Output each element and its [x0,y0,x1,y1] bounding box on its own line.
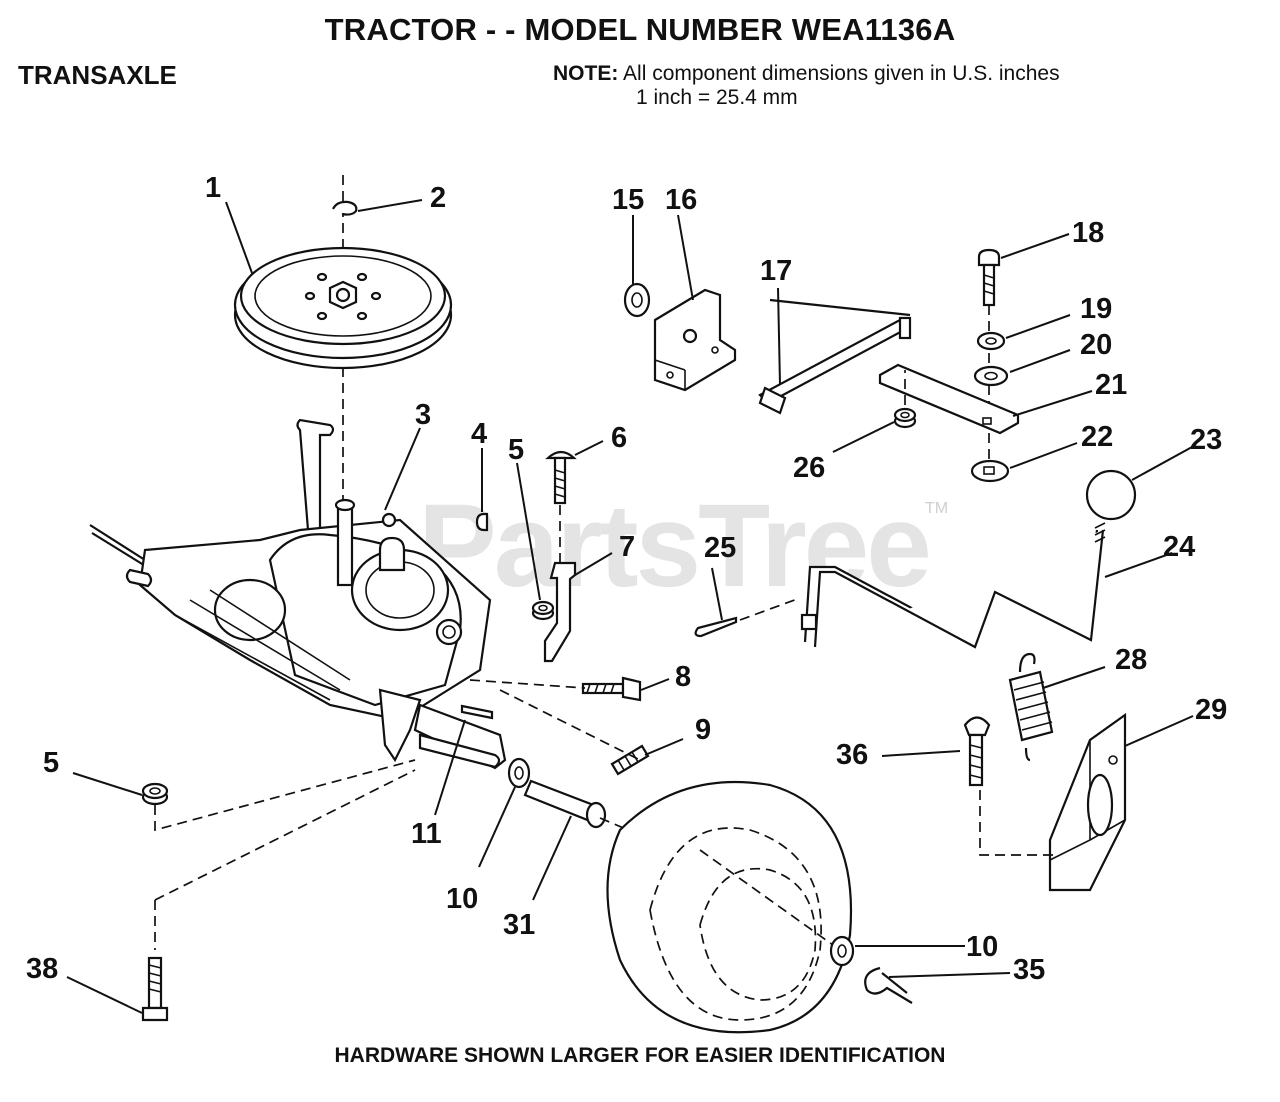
callout-18: 18 [1072,217,1104,249]
callout-21: 21 [1095,369,1127,401]
callout-11: 11 [411,818,442,850]
hairpin-clip-part-35[interactable] [864,966,913,1004]
section-title: TRANSAXLE [18,60,177,90]
note-label: NOTE: [553,62,619,85]
callout-8: 8 [675,661,691,693]
bracket-part-7[interactable] [543,561,577,663]
callout-23: 23 [1190,424,1222,456]
linkage-rod-part-17[interactable] [758,298,912,415]
nut-part-26[interactable] [893,407,917,429]
cotter-pin-part-25[interactable] [694,616,738,638]
callout-6: 6 [611,422,627,454]
callout-24: 24 [1163,531,1195,563]
callout-5: 5 [508,434,524,466]
callout-36: 36 [836,739,868,771]
callout-9: 9 [695,714,711,746]
callout-15: 15 [612,184,644,216]
callout-29: 29 [1195,694,1227,726]
callout-31: 31 [503,909,535,941]
note-line-1: All component dimensions given in U.S. i… [623,62,1060,85]
callout-16: 16 [665,184,697,216]
knob-part-23[interactable] [1085,469,1137,521]
callout-19: 19 [1080,293,1112,325]
spacer-part-31[interactable] [523,779,607,829]
note-line-2: 1 inch = 25.4 mm [636,86,798,109]
callout-7: 7 [619,531,635,563]
spring-part-28[interactable] [1008,652,1054,762]
spring-pin-part-9[interactable] [610,744,650,776]
bolt-part-8[interactable] [581,676,642,702]
callout-1: 1 [205,172,221,204]
watermark-trademark: TM [925,500,949,517]
plug-part-4[interactable] [475,512,489,532]
callout-22: 22 [1081,421,1113,453]
bracket-part-29[interactable] [1048,712,1127,892]
callout-5-lower: 5 [43,747,59,779]
lock-washer-part-19[interactable] [976,331,1006,351]
callout-3: 3 [415,399,431,431]
nut-part-5-lower[interactable] [141,782,169,806]
washer-part-22[interactable] [970,459,1010,483]
bolt-part-18[interactable] [977,248,1001,307]
bracket-part-16[interactable] [653,288,737,392]
nut-part-5-upper[interactable] [531,600,555,621]
washer-part-10-right[interactable] [829,935,855,967]
carriage-bolt-part-6[interactable] [545,450,577,505]
bolt-part-38[interactable] [141,956,169,1022]
callout-35: 35 [1013,954,1045,986]
footer-note: HARDWARE SHOWN LARGER FOR EASIER IDENTIF… [334,1044,946,1067]
callout-38: 38 [26,953,58,985]
callout-leaders [66,199,1194,1014]
transaxle-part-3[interactable] [89,418,507,770]
wheel-tire [606,780,852,1034]
callout-20: 20 [1080,329,1112,361]
key-part-11[interactable] [418,704,501,769]
callout-10: 10 [446,883,478,915]
pulley-part-1[interactable] [233,175,453,520]
screw-part-36[interactable] [963,716,991,787]
page-title: TRACTOR - - MODEL NUMBER WEA1136A [324,12,956,47]
callout-28: 28 [1115,644,1147,676]
washer-part-20[interactable] [973,365,1009,387]
retaining-ring-part-2[interactable] [332,200,358,216]
shift-rod-part-24[interactable] [800,522,1106,649]
washer-part-10-left[interactable] [507,757,531,789]
callout-26: 26 [793,452,825,484]
callout-10-right: 10 [966,931,998,963]
dimension-note: NOTE: All component dimensions given in … [553,62,1060,110]
link-plate-part-21[interactable] [878,363,1020,435]
callout-2: 2 [430,182,446,214]
washer-part-15[interactable] [623,282,651,318]
callout-numbers: 1 2 3 4 5 6 7 8 9 10 11 15 16 17 18 19 2… [26,172,1227,986]
callout-25: 25 [704,532,736,564]
callout-17: 17 [760,255,792,287]
callout-4: 4 [471,418,487,450]
